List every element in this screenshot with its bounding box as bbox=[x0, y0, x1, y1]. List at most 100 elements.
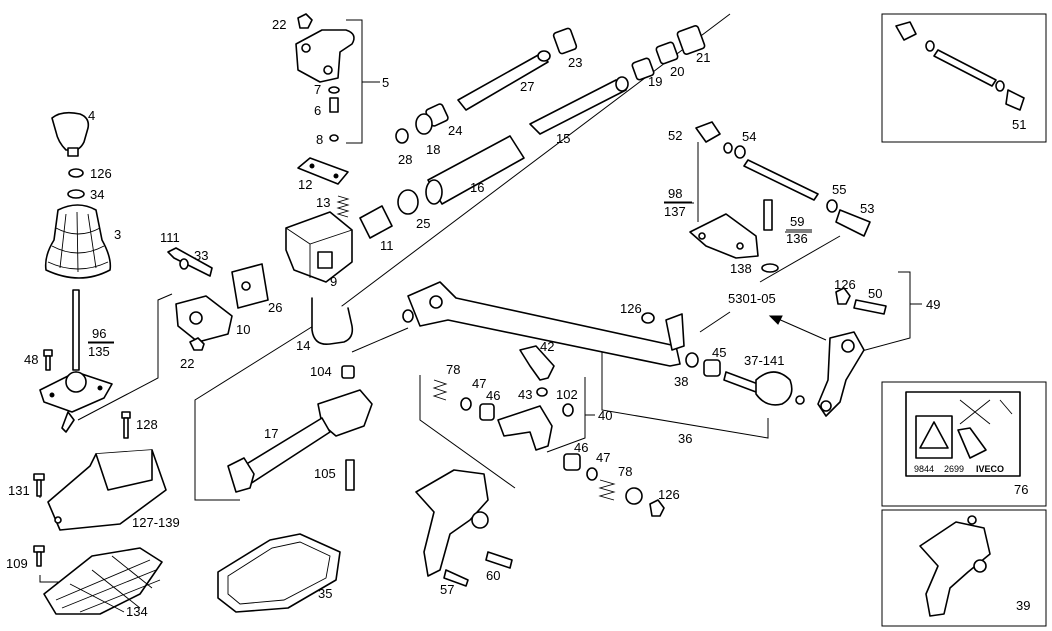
label-12: 12 bbox=[298, 177, 312, 192]
label-126d: 126 bbox=[658, 487, 680, 502]
label-78a: 78 bbox=[446, 362, 460, 377]
label-42: 42 bbox=[540, 339, 554, 354]
label-40: 40 bbox=[598, 408, 612, 423]
sleeve-23-part bbox=[552, 27, 578, 55]
label-39: 39 bbox=[1016, 598, 1030, 613]
label-38: 38 bbox=[674, 374, 688, 389]
label-127-139: 127-139 bbox=[132, 515, 180, 530]
label-57: 57 bbox=[440, 582, 454, 597]
label-134: 134 bbox=[126, 604, 148, 619]
grille-134-part bbox=[43, 547, 163, 615]
label-34: 34 bbox=[90, 187, 104, 202]
label-78b: 78 bbox=[618, 464, 632, 479]
label-4: 4 bbox=[88, 108, 95, 123]
label-5301-05: 5301-05 bbox=[728, 291, 776, 306]
label-23: 23 bbox=[568, 55, 582, 70]
rod-27-part bbox=[457, 50, 551, 111]
label-37-141: 37-141 bbox=[744, 353, 784, 368]
bracket-5-part bbox=[295, 13, 355, 142]
ring-25-part bbox=[397, 189, 419, 215]
nut-22-part bbox=[189, 337, 205, 351]
decal-76-part bbox=[905, 391, 1021, 477]
gasket-35-part bbox=[217, 533, 341, 613]
label-76: 76 bbox=[1014, 482, 1028, 497]
ubolt-14-part bbox=[311, 297, 354, 346]
label-104: 104 bbox=[310, 364, 332, 379]
label-10: 10 bbox=[236, 322, 250, 337]
label-24: 24 bbox=[448, 123, 462, 138]
label-131: 131 bbox=[8, 483, 30, 498]
fitting-42-part bbox=[497, 345, 574, 451]
decal-text: 9844 2699 IVECO bbox=[914, 464, 1004, 474]
label-126a: 126 bbox=[90, 166, 112, 181]
tube-16-part bbox=[425, 135, 525, 205]
label-96: 96 bbox=[92, 326, 106, 341]
label-14: 14 bbox=[296, 338, 310, 353]
label-111: 111 bbox=[160, 230, 180, 245]
label-48: 48 bbox=[24, 352, 38, 367]
spring-28-part bbox=[395, 128, 409, 144]
label-3: 3 bbox=[114, 227, 121, 242]
label-47b: 47 bbox=[596, 450, 610, 465]
label-15: 15 bbox=[556, 131, 570, 146]
label-11: 11 bbox=[380, 238, 394, 253]
block-26-part bbox=[231, 263, 269, 309]
label-27: 27 bbox=[520, 79, 534, 94]
label-105: 105 bbox=[314, 466, 336, 481]
label-35: 35 bbox=[318, 586, 332, 601]
label-51: 51 bbox=[1012, 117, 1026, 132]
label-9: 9 bbox=[330, 274, 337, 289]
label-13: 13 bbox=[316, 195, 330, 210]
label-138: 138 bbox=[730, 261, 752, 276]
label-49: 49 bbox=[926, 297, 940, 312]
label-6: 6 bbox=[314, 103, 321, 118]
label-19: 19 bbox=[648, 74, 662, 89]
bolt-33-part bbox=[167, 247, 213, 277]
gear-boot-part bbox=[44, 204, 112, 279]
label-45: 45 bbox=[712, 345, 726, 360]
label-54: 54 bbox=[742, 129, 756, 144]
label-20: 20 bbox=[670, 64, 684, 79]
label-46b: 46 bbox=[574, 440, 588, 455]
label-21: 21 bbox=[696, 50, 710, 65]
label-60: 60 bbox=[486, 568, 500, 583]
label-7: 7 bbox=[314, 82, 321, 97]
label-16: 16 bbox=[470, 180, 484, 195]
spring-13-part bbox=[336, 195, 350, 218]
inset-boxes bbox=[881, 13, 1047, 627]
label-18: 18 bbox=[426, 142, 440, 157]
housing-9-part bbox=[285, 211, 353, 283]
label-102: 102 bbox=[556, 387, 578, 402]
shaft-36-part bbox=[402, 281, 685, 367]
part-number-labels: 22 5 7 6 8 4 126 34 3 23 27 24 18 28 15 … bbox=[6, 17, 1030, 619]
nut-washer-parts bbox=[67, 168, 85, 199]
plate-98-part bbox=[689, 199, 779, 273]
linkage-52-53-part bbox=[695, 121, 871, 237]
label-137: 137 bbox=[664, 204, 686, 219]
gear-lever-part bbox=[39, 289, 113, 433]
label-50: 50 bbox=[868, 286, 882, 301]
label-47a: 47 bbox=[472, 376, 486, 391]
bolt-131-part bbox=[33, 473, 45, 497]
cover-127-part bbox=[47, 449, 167, 531]
gear-knob-part bbox=[51, 111, 90, 157]
block-10-part bbox=[175, 295, 233, 343]
label-52: 52 bbox=[668, 128, 682, 143]
label-109: 109 bbox=[6, 556, 28, 571]
sleeves-19-21-part bbox=[631, 25, 706, 81]
decal-code-a: 9844 bbox=[914, 464, 934, 474]
rod-15-part bbox=[529, 76, 629, 135]
shaft-17-part bbox=[227, 365, 373, 493]
label-22a: 22 bbox=[272, 17, 286, 32]
joint-37-part bbox=[685, 352, 805, 406]
lever-49-part bbox=[817, 287, 887, 417]
coupling-11-part bbox=[359, 205, 393, 239]
label-59: 59 bbox=[790, 214, 804, 229]
label-135: 135 bbox=[88, 344, 110, 359]
label-98: 98 bbox=[668, 186, 682, 201]
label-36: 36 bbox=[678, 431, 692, 446]
label-126c: 126 bbox=[620, 301, 642, 316]
label-53: 53 bbox=[860, 201, 874, 216]
bracket-39-inset-part bbox=[919, 515, 991, 617]
